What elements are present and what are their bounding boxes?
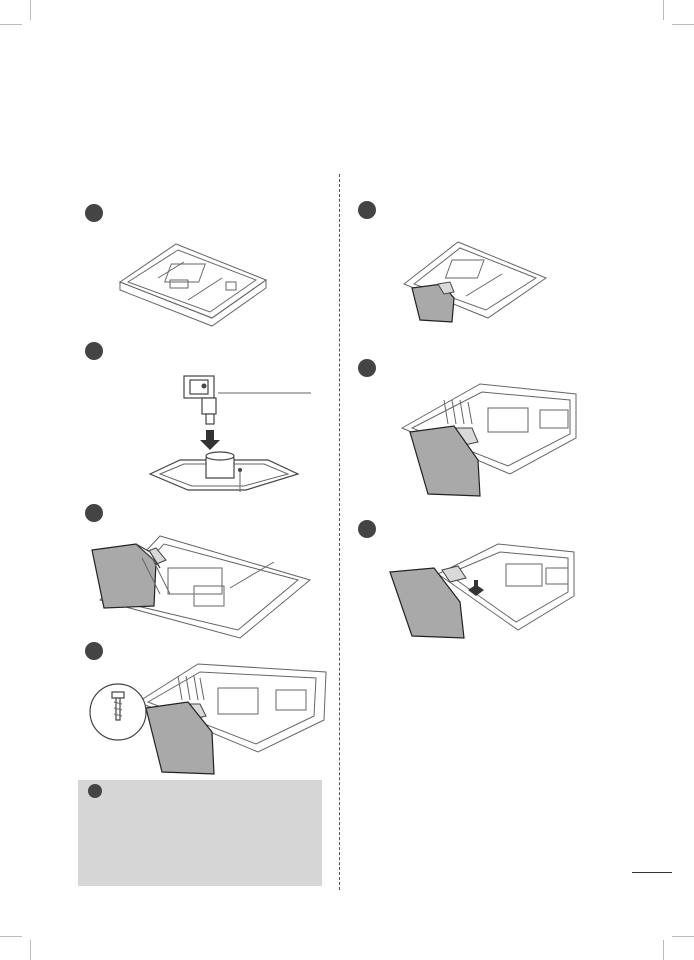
step-bullet-right-3 bbox=[358, 520, 376, 538]
crop-mark bbox=[672, 24, 694, 25]
column-divider bbox=[339, 174, 340, 890]
step-bullet-left-4 bbox=[85, 642, 103, 660]
note-bullet-icon bbox=[88, 784, 102, 798]
crop-mark bbox=[663, 940, 664, 960]
illustration-screws-remove-stand bbox=[400, 380, 578, 500]
illustration-stand-detached bbox=[388, 540, 576, 642]
step-bullet-right-1 bbox=[358, 201, 376, 219]
step-bullet-left-3 bbox=[85, 504, 103, 522]
illustration-tv-with-stand-face-down bbox=[398, 238, 548, 328]
illustration-stand-onto-tv-back bbox=[90, 528, 315, 643]
illustration-screws-fasten-stand bbox=[88, 660, 328, 775]
crop-mark bbox=[30, 940, 31, 960]
page-number-rule bbox=[632, 872, 672, 873]
illustration-tv-face-down bbox=[118, 240, 268, 340]
crop-mark bbox=[663, 0, 664, 20]
crop-mark bbox=[0, 936, 22, 937]
crop-mark bbox=[30, 0, 31, 20]
crop-mark bbox=[0, 24, 22, 25]
crop-mark bbox=[672, 936, 694, 937]
note-box bbox=[78, 780, 322, 886]
step-bullet-left-1 bbox=[85, 204, 103, 222]
illustration-stand-body-onto-base bbox=[148, 372, 313, 497]
step-bullet-left-2 bbox=[85, 342, 103, 360]
step-bullet-right-2 bbox=[358, 359, 376, 377]
